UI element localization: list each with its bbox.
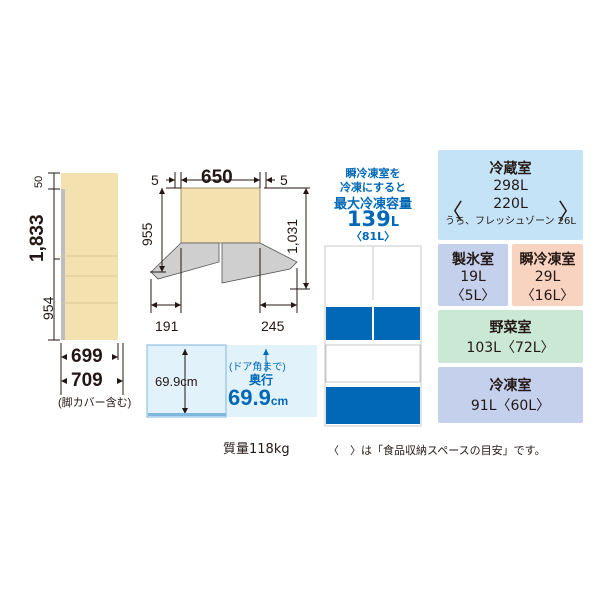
refrigerator-sub-note: うち、フレッシュゾーン 26L	[445, 216, 576, 227]
refrigerator-bracket-left: 〈	[441, 200, 464, 225]
freeze-value-number: 139	[346, 207, 391, 231]
panel-vegetable: 野菜室 103L〈72L〉	[438, 310, 583, 363]
instant-value: 29L	[534, 269, 561, 285]
instant-title: 瞬冷凍室	[519, 252, 576, 268]
depth-note: (ドア角まで)	[229, 362, 286, 373]
top-view-left-door	[150, 242, 220, 280]
instant-paren: 〈16L〉	[520, 288, 575, 304]
ice-value: 19L	[460, 269, 486, 285]
refrigerator-title: 冷蔵室	[489, 161, 532, 177]
freezer-title: 冷凍室	[489, 378, 532, 394]
side-dim-lower: 954	[40, 296, 56, 320]
depth-box	[147, 345, 317, 417]
freeze-info-line1: 瞬冷凍室を	[345, 167, 401, 180]
freeze-info-line3: 最大冷凍容量	[333, 197, 412, 212]
vegetable-title: 野菜室	[489, 320, 532, 336]
freezer-value: 91L〈60L〉	[470, 398, 551, 414]
side-width-body: 699	[71, 346, 103, 367]
side-width-feet: 709	[71, 370, 103, 391]
side-view-top-band	[61, 173, 118, 189]
freeze-value-paren: 〈81L〉	[350, 230, 396, 243]
depth-label: 奥行	[249, 373, 274, 387]
side-dim-top: 50	[33, 175, 45, 188]
fridge-freezer-drawer	[326, 387, 420, 424]
weight-label: 質量118kg	[223, 442, 290, 457]
freeze-info-value: 139L〈81L〉	[325, 209, 421, 244]
refrigerator-bracket-right: 〉	[557, 200, 580, 225]
side-feet-note: (脚カバー含む)	[58, 397, 132, 409]
top-view-body	[180, 187, 261, 244]
vegetable-value: 103L〈72L〉	[466, 340, 555, 356]
freeze-value-unit: L	[390, 215, 400, 230]
depth-value: 69.9cm	[228, 385, 288, 411]
fridge-vegetable-drawer	[325, 344, 421, 383]
panel-instant: 瞬冷凍室 29L 〈16L〉	[512, 244, 583, 306]
side-view-body	[61, 189, 118, 340]
top-swing-left: 191	[155, 318, 179, 334]
panel-ice: 製氷室 19L 〈5L〉	[438, 244, 508, 306]
fridge-ice-drawer	[326, 307, 372, 340]
side-view-door	[61, 189, 65, 340]
panel-refrigerator: 冷蔵室 298L 220L うち、フレッシュゾーン 26L 〈 〉	[438, 150, 583, 240]
top-gap-right: 5	[280, 172, 288, 188]
refrigerator-sub-value: 220L	[493, 196, 528, 212]
ice-paren: 〈5L〉	[450, 288, 496, 304]
depth-value-number: 69.9	[228, 385, 271, 410]
top-depth-body: 955	[139, 222, 155, 246]
side-dim-height: 1,833	[27, 214, 48, 262]
freeze-info-line2: 冷凍にすると	[339, 181, 407, 194]
depth-value-unit: cm	[270, 394, 289, 408]
ice-title: 製氷室	[452, 252, 494, 268]
fridge-instant-drawer	[374, 307, 420, 340]
top-width: 650	[201, 167, 233, 188]
top-swing-right: 245	[261, 318, 285, 334]
freeze-info: 瞬冷凍室を 冷凍にすると 最大冷凍容量 139L〈81L〉	[325, 167, 421, 244]
top-depth-open: 1,031	[284, 218, 300, 254]
refrigerator-total: 298L	[493, 178, 528, 194]
top-gap-left: 5	[151, 172, 159, 188]
panel-freezer: 冷凍室 91L〈60L〉	[438, 367, 583, 423]
bracket-note: 〈 〉は「食品収納スペースの目安」です。	[328, 444, 546, 457]
depth-box-inner-value: 69.9cm	[155, 374, 198, 389]
